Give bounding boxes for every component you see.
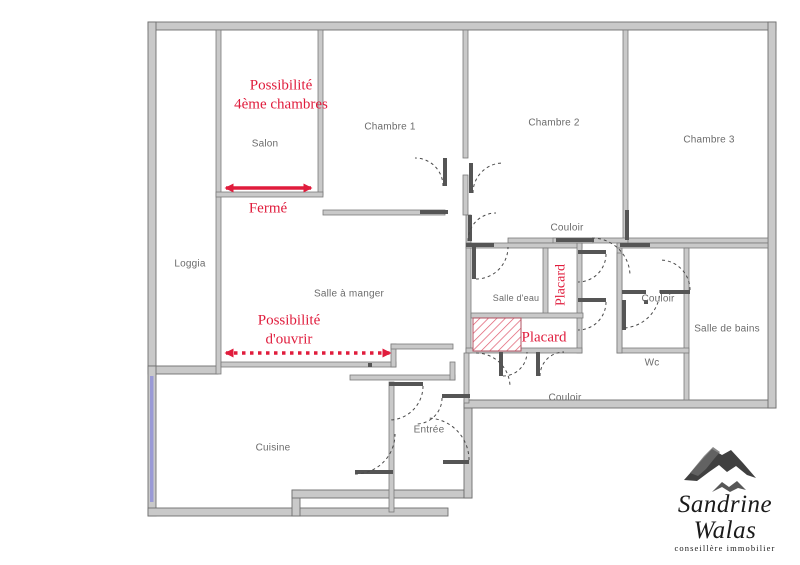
placard-hatched-area [472, 317, 522, 352]
note-ferme: Fermé [248, 200, 288, 217]
note-line-2: 4ème chambres [234, 96, 328, 112]
note-possibilite-4eme-chambres: Possibilité 4ème chambres [234, 76, 328, 114]
annotation-arrows [224, 183, 392, 358]
note-placard-horizontal: Placard [521, 329, 567, 346]
note-line-1: Possibilité [257, 312, 321, 329]
note-possibilite-d-ouvrir: Possibilité d'ouvrir [258, 311, 321, 349]
note-line-1: Possibilité [249, 77, 313, 94]
mountain-peaks-icon [684, 447, 756, 492]
sandrine-walas-logo: Sandrine Walas conseillère immobilier [655, 443, 795, 555]
logo-brand-line-1: Sandrine [677, 491, 773, 518]
logo-tagline: conseillère immobilier [674, 543, 776, 553]
window-glazing [150, 376, 154, 502]
door-swing-arcs [354, 157, 691, 475]
note-placard-vertical: Placard [553, 264, 569, 306]
note-line-2: d'ouvrir [265, 331, 313, 347]
door-jambs [355, 158, 690, 474]
logo-brand-line-2: Walas [693, 517, 757, 544]
